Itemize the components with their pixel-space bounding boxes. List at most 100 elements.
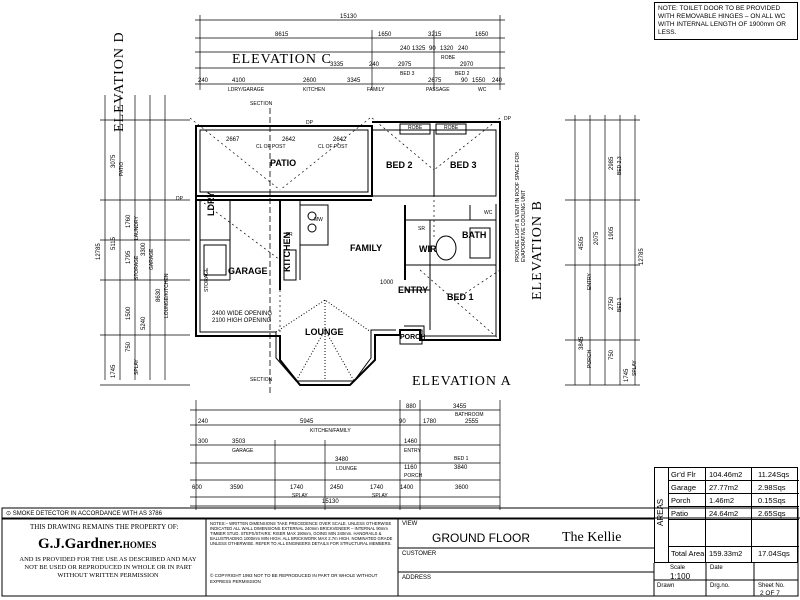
dim-right-lbl5: SPLAY [632, 360, 638, 376]
dim-bottom-lbl4: LOUNGE [336, 466, 358, 472]
opening-note: 2400 WIDE OPENING [212, 311, 273, 317]
address-label: ADDRESS [402, 575, 432, 581]
room-entry: ENTRY [398, 285, 429, 295]
dim-left-overall: 12785 [96, 243, 102, 260]
customer-label: CUSTOMER [402, 551, 437, 557]
dim-bottom-lbl5: PORCH [404, 473, 423, 479]
room-family: FAMILY [350, 243, 383, 253]
dim-right-r6: 2750 [609, 296, 615, 310]
dim-top-r2a: 240 [400, 46, 411, 52]
room-bed3: BED 3 [450, 160, 477, 170]
dim-bottom-b2: 3455 [453, 404, 467, 410]
dim-left-l4: 1795 [126, 250, 132, 264]
area-row: Gr'd Flr 104.46m2 11.24Sqs [669, 468, 799, 481]
room-ldry: LDRY [206, 191, 216, 216]
dim-right-lbl2: ENTRY [587, 273, 593, 290]
dim-bottom-b5: 1460 [404, 439, 418, 445]
scale-value: 1:100 [670, 572, 691, 581]
room-robe-2: ROBE [444, 125, 459, 131]
sheet-value: 2 OF 7 [760, 590, 780, 597]
downpipe-2: DP [306, 120, 313, 126]
copyright-small: © COPYRIGHT 1993 NOT TO BE REPRODUCED IN… [210, 573, 378, 584]
dim-right-r3: 2075 [594, 231, 600, 245]
room-robe-1: ROBE [408, 125, 423, 131]
elevation-d-label: ELEVATION D [112, 31, 127, 132]
design-name: The Kellie [562, 530, 622, 545]
dim-left-l7: 5240 [141, 316, 147, 330]
areas-table: AREAS Gr'd Flr 104.46m2 11.24Sqs Garage … [654, 467, 799, 563]
dim-top-r2b: 1325 [412, 46, 426, 52]
room-kitchen: KITCHEN [282, 232, 292, 272]
dim-top-overall: 15130 [340, 14, 357, 20]
toilet-door-note: NOTE: TOILET DOOR TO BE PROVIDED WITH RE… [654, 2, 798, 40]
date-label-cell: Date [710, 565, 723, 571]
dim-left-l3: 1760 [126, 214, 132, 228]
shower-label: SR [418, 226, 425, 232]
dim-top-d4: 1650 [475, 32, 489, 38]
dim-right-r4: 1905 [609, 226, 615, 240]
roof-vent-note: PROVIDE LIGHT & VENT IN ROOF SPACE FOR E… [515, 151, 527, 262]
dim-right-r8: 750 [609, 349, 615, 360]
dim-1000: 1000 [380, 280, 394, 286]
dim-top-r2c: 90 [429, 46, 436, 52]
dim-left-l2: 5115 [111, 237, 117, 250]
dim-right-lbl1: BED 2,3 [617, 156, 623, 175]
microwave-label: MW [314, 217, 323, 223]
dim-bottom-b6: 1160 [404, 465, 417, 471]
dim-top-d1: 8615 [275, 32, 289, 38]
room-bath: BATH [462, 230, 487, 240]
dim-post-2: 2642 [282, 137, 296, 143]
room-bed2: BED 2 [386, 160, 413, 170]
dim-bottom-overall: 15130 [322, 499, 339, 505]
dim-left-l1: 3075 [111, 154, 117, 168]
dim-post-1: 2667 [226, 137, 240, 143]
room-patio: PATIO [270, 158, 297, 168]
dim-bottom-b7: 3840 [454, 465, 468, 471]
dim-bottom-b17: 600 [192, 485, 203, 491]
dim-top-r4e: 2675 [428, 78, 442, 84]
dim-right-r1: 2985 [609, 156, 615, 170]
dim-top-r4a: 240 [198, 78, 209, 84]
fridge-label: FR [286, 232, 293, 238]
drg-label: Drg.no. [710, 583, 730, 589]
dim-top-r4b: 4100 [232, 78, 246, 84]
dim-bottom-b3: 3503 [232, 439, 246, 445]
dim-bottom-b14: 880 [406, 404, 417, 410]
view-label: VIEW [402, 521, 418, 527]
dim-top-r3d: 2970 [460, 62, 474, 68]
room-porch: PORCH [400, 334, 426, 341]
dim-top-lbl5: WC [478, 87, 487, 93]
dim-top-r4c: 2600 [303, 78, 317, 84]
dim-bottom-lbl7: SPLAY [292, 493, 308, 499]
dim-top-r3a: 240 [369, 62, 380, 68]
dim-bottom-b12: 1400 [400, 485, 414, 491]
section-label-top: SECTION [250, 101, 273, 107]
room-bed1: BED 1 [447, 292, 474, 302]
dim-top-lbl7: BED 2 [455, 71, 470, 77]
downpipe-3: DP [504, 116, 511, 122]
cl-of-post-1: CL OF POST [256, 144, 286, 150]
area-total-row: Total Area 159.33m2 17.04Sqs [669, 546, 799, 559]
smoke-detector-icon: ⊙ [6, 511, 12, 517]
dim-right-r5: 3845 [579, 336, 585, 350]
dim-top-lbl3: FAMILY [367, 87, 385, 93]
dim-bottom-b16: 2555 [465, 419, 479, 425]
copyright-bottom: AND IS PROVIDED FOR THE USE AS DESCRIBED… [19, 556, 197, 579]
sheet-label: Sheet No. [758, 583, 785, 589]
dim-bottom-b8: 3590 [230, 485, 244, 491]
dim-bottom-b13: 3600 [455, 485, 469, 491]
elevation-c-label: ELEVATION C [232, 52, 332, 67]
room-garage: GARAGE [228, 266, 268, 276]
dim-left-lbl1: PATIO [119, 161, 125, 176]
room-wc: WC [484, 210, 493, 216]
dim-bottom-lbl2: BATHROOM [455, 412, 484, 418]
dim-bottom-b19: 300 [198, 439, 209, 445]
smoke-detector-note: ⊙ SMOKE DETECTOR IN ACCORDANCE WITH AS 3… [6, 511, 162, 517]
downpipe-1: DP [176, 196, 183, 202]
room-storage: STORAGE [204, 267, 210, 292]
opening-note-2: 2100 HIGH OPENING [212, 318, 272, 324]
dim-top-lbl6: BED 3 [400, 71, 415, 77]
dim-right-r2: 4505 [579, 236, 585, 250]
dim-left-lbl4: GARAGE [149, 248, 155, 270]
